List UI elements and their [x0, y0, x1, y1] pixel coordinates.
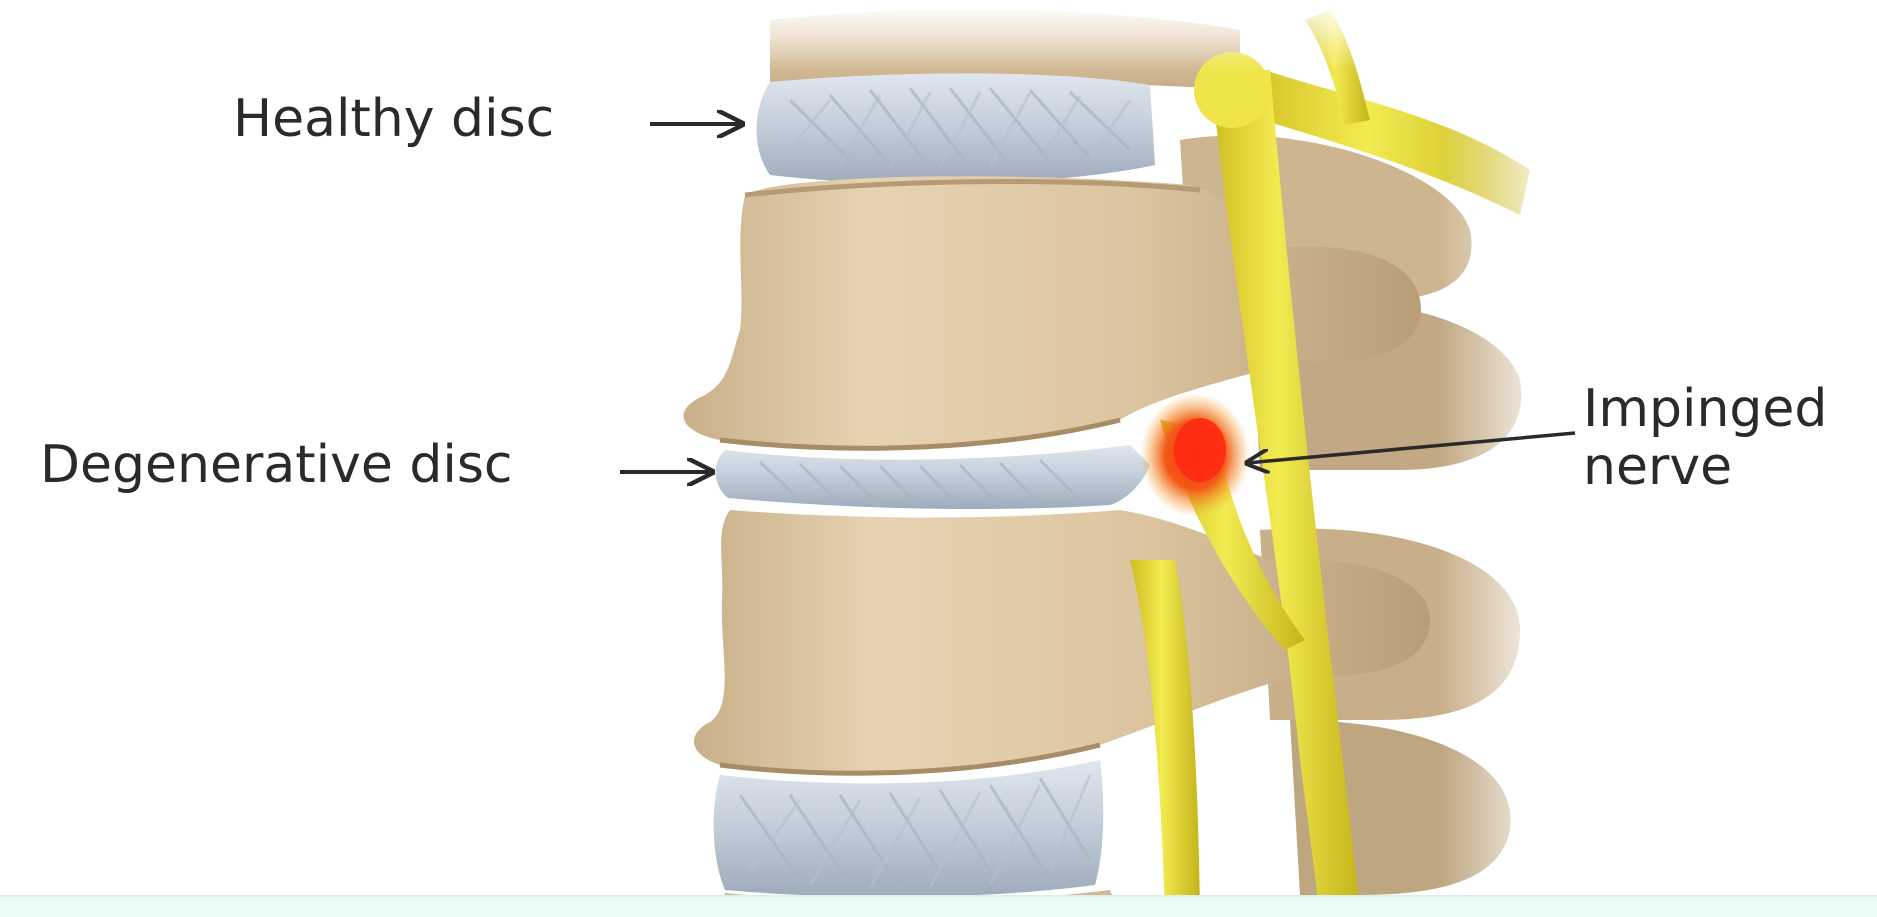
impinged-nerve-label-line1: Impinged — [1583, 380, 1827, 438]
healthy-disc — [757, 73, 1156, 183]
lower-disc — [714, 760, 1104, 897]
healthy-disc-label: Healthy disc — [233, 90, 554, 148]
degenerative-disc — [716, 445, 1150, 509]
impinged-nerve-label-line2: nerve — [1583, 438, 1827, 496]
bottom-strip — [0, 895, 1877, 917]
degenerative-disc-label: Degenerative disc — [40, 436, 513, 494]
impinged-nerve-label: Impinged nerve — [1583, 380, 1827, 496]
